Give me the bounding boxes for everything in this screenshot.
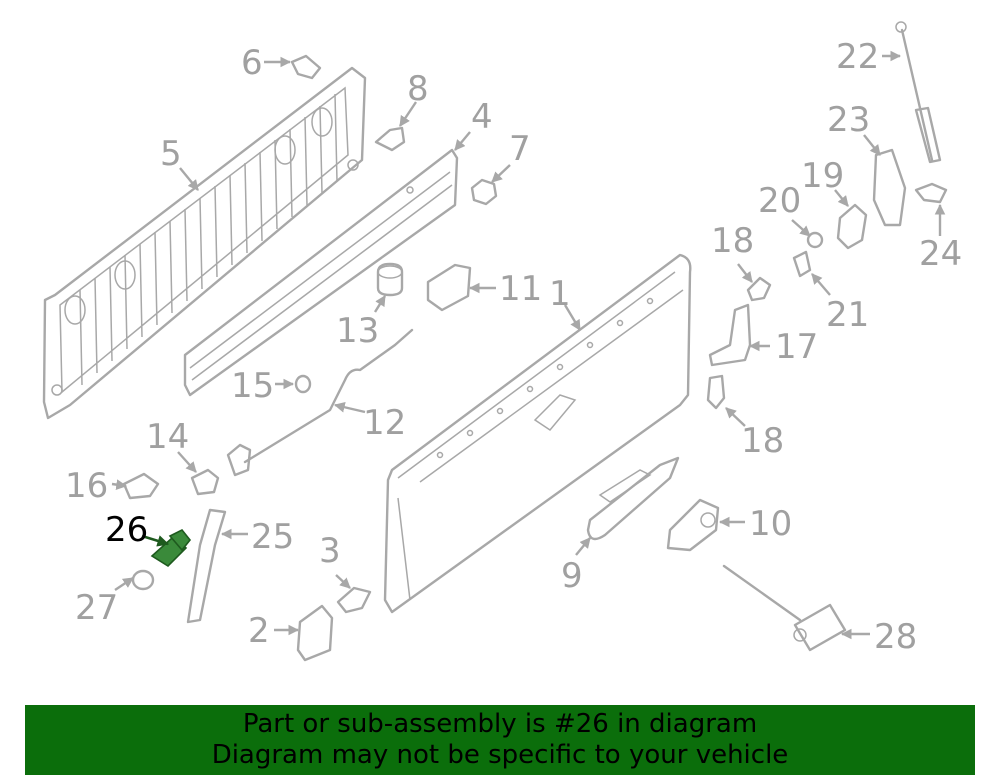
callout-labels: 1 2 3 4 5 6 7 8 9 10 11 12 13 14 15 16 1… <box>65 37 962 657</box>
nut-part-7 <box>470 178 498 206</box>
callout-15: 15 <box>231 366 274 406</box>
rail-part-4 <box>183 148 459 397</box>
callout-27: 27 <box>75 588 118 628</box>
callout-12: 12 <box>363 403 406 443</box>
hinge-part-11 <box>426 263 472 312</box>
callout-11: 11 <box>499 269 542 309</box>
callout-26: 26 <box>105 510 148 550</box>
switch-part-28 <box>722 564 847 652</box>
leader-lines <box>111 50 946 640</box>
washer-part-20 <box>806 231 824 249</box>
latch-part-10 <box>666 498 720 552</box>
bolt-part-8 <box>374 126 406 152</box>
banner-line-1: Part or sub-assembly is #26 in diagram <box>242 709 758 739</box>
pin-part-14 <box>190 468 220 496</box>
bolt-part-18-upper <box>746 276 772 302</box>
callout-24: 24 <box>919 234 962 274</box>
callout-21: 21 <box>826 295 869 335</box>
callout-8: 8 <box>407 69 429 109</box>
handle-part-9 <box>586 456 680 541</box>
callout-28: 28 <box>874 617 917 657</box>
callout-18-lower: 18 <box>741 421 784 461</box>
bolt-part-3 <box>336 586 372 614</box>
callout-2: 2 <box>248 611 270 651</box>
bolt-part-6 <box>290 54 322 80</box>
callout-17: 17 <box>775 327 818 367</box>
pad-part-21 <box>792 250 812 278</box>
bracket-part-17 <box>708 303 752 367</box>
inner-panel-part-5 <box>42 66 367 420</box>
callout-23: 23 <box>827 100 870 140</box>
callout-10: 10 <box>749 504 792 544</box>
strut-part-22 <box>895 21 942 164</box>
cable-part-25 <box>186 508 227 624</box>
rod-clip-part-14-area <box>226 443 252 477</box>
banner-line-2: Diagram may not be specific to your vehi… <box>211 740 789 770</box>
callout-19: 19 <box>801 156 844 196</box>
bolt-part-26-highlighted <box>150 528 192 568</box>
washer-part-15 <box>294 374 312 394</box>
callout-18-upper: 18 <box>711 221 754 261</box>
callout-6: 6 <box>241 43 263 83</box>
callout-16: 16 <box>65 466 108 506</box>
rod-part-12 <box>243 328 414 464</box>
callout-7: 7 <box>509 129 531 169</box>
callout-25: 25 <box>251 517 294 557</box>
callout-4: 4 <box>471 97 493 137</box>
callout-5: 5 <box>160 134 182 174</box>
callout-14: 14 <box>146 417 189 457</box>
parts-diagram: 1 2 3 4 5 6 7 8 9 10 11 12 13 14 15 16 1… <box>42 21 962 662</box>
washer-part-27 <box>131 569 155 591</box>
plug-part-16 <box>122 472 160 500</box>
tailgate-part-1 <box>383 253 692 614</box>
callout-1: 1 <box>549 274 571 314</box>
callout-9: 9 <box>561 556 583 596</box>
bolt-part-24 <box>914 182 948 204</box>
block-part-2 <box>296 604 334 662</box>
callout-22: 22 <box>836 37 879 77</box>
callout-20: 20 <box>758 181 801 221</box>
bracket-part-19 <box>836 203 868 250</box>
bolt-part-18-lower <box>706 374 726 410</box>
bumper-part-13 <box>376 262 404 297</box>
callout-3: 3 <box>319 531 341 571</box>
callout-13: 13 <box>336 311 379 351</box>
bracket-part-23 <box>872 148 907 227</box>
info-banner: Part or sub-assembly is #26 in diagram D… <box>25 705 975 775</box>
